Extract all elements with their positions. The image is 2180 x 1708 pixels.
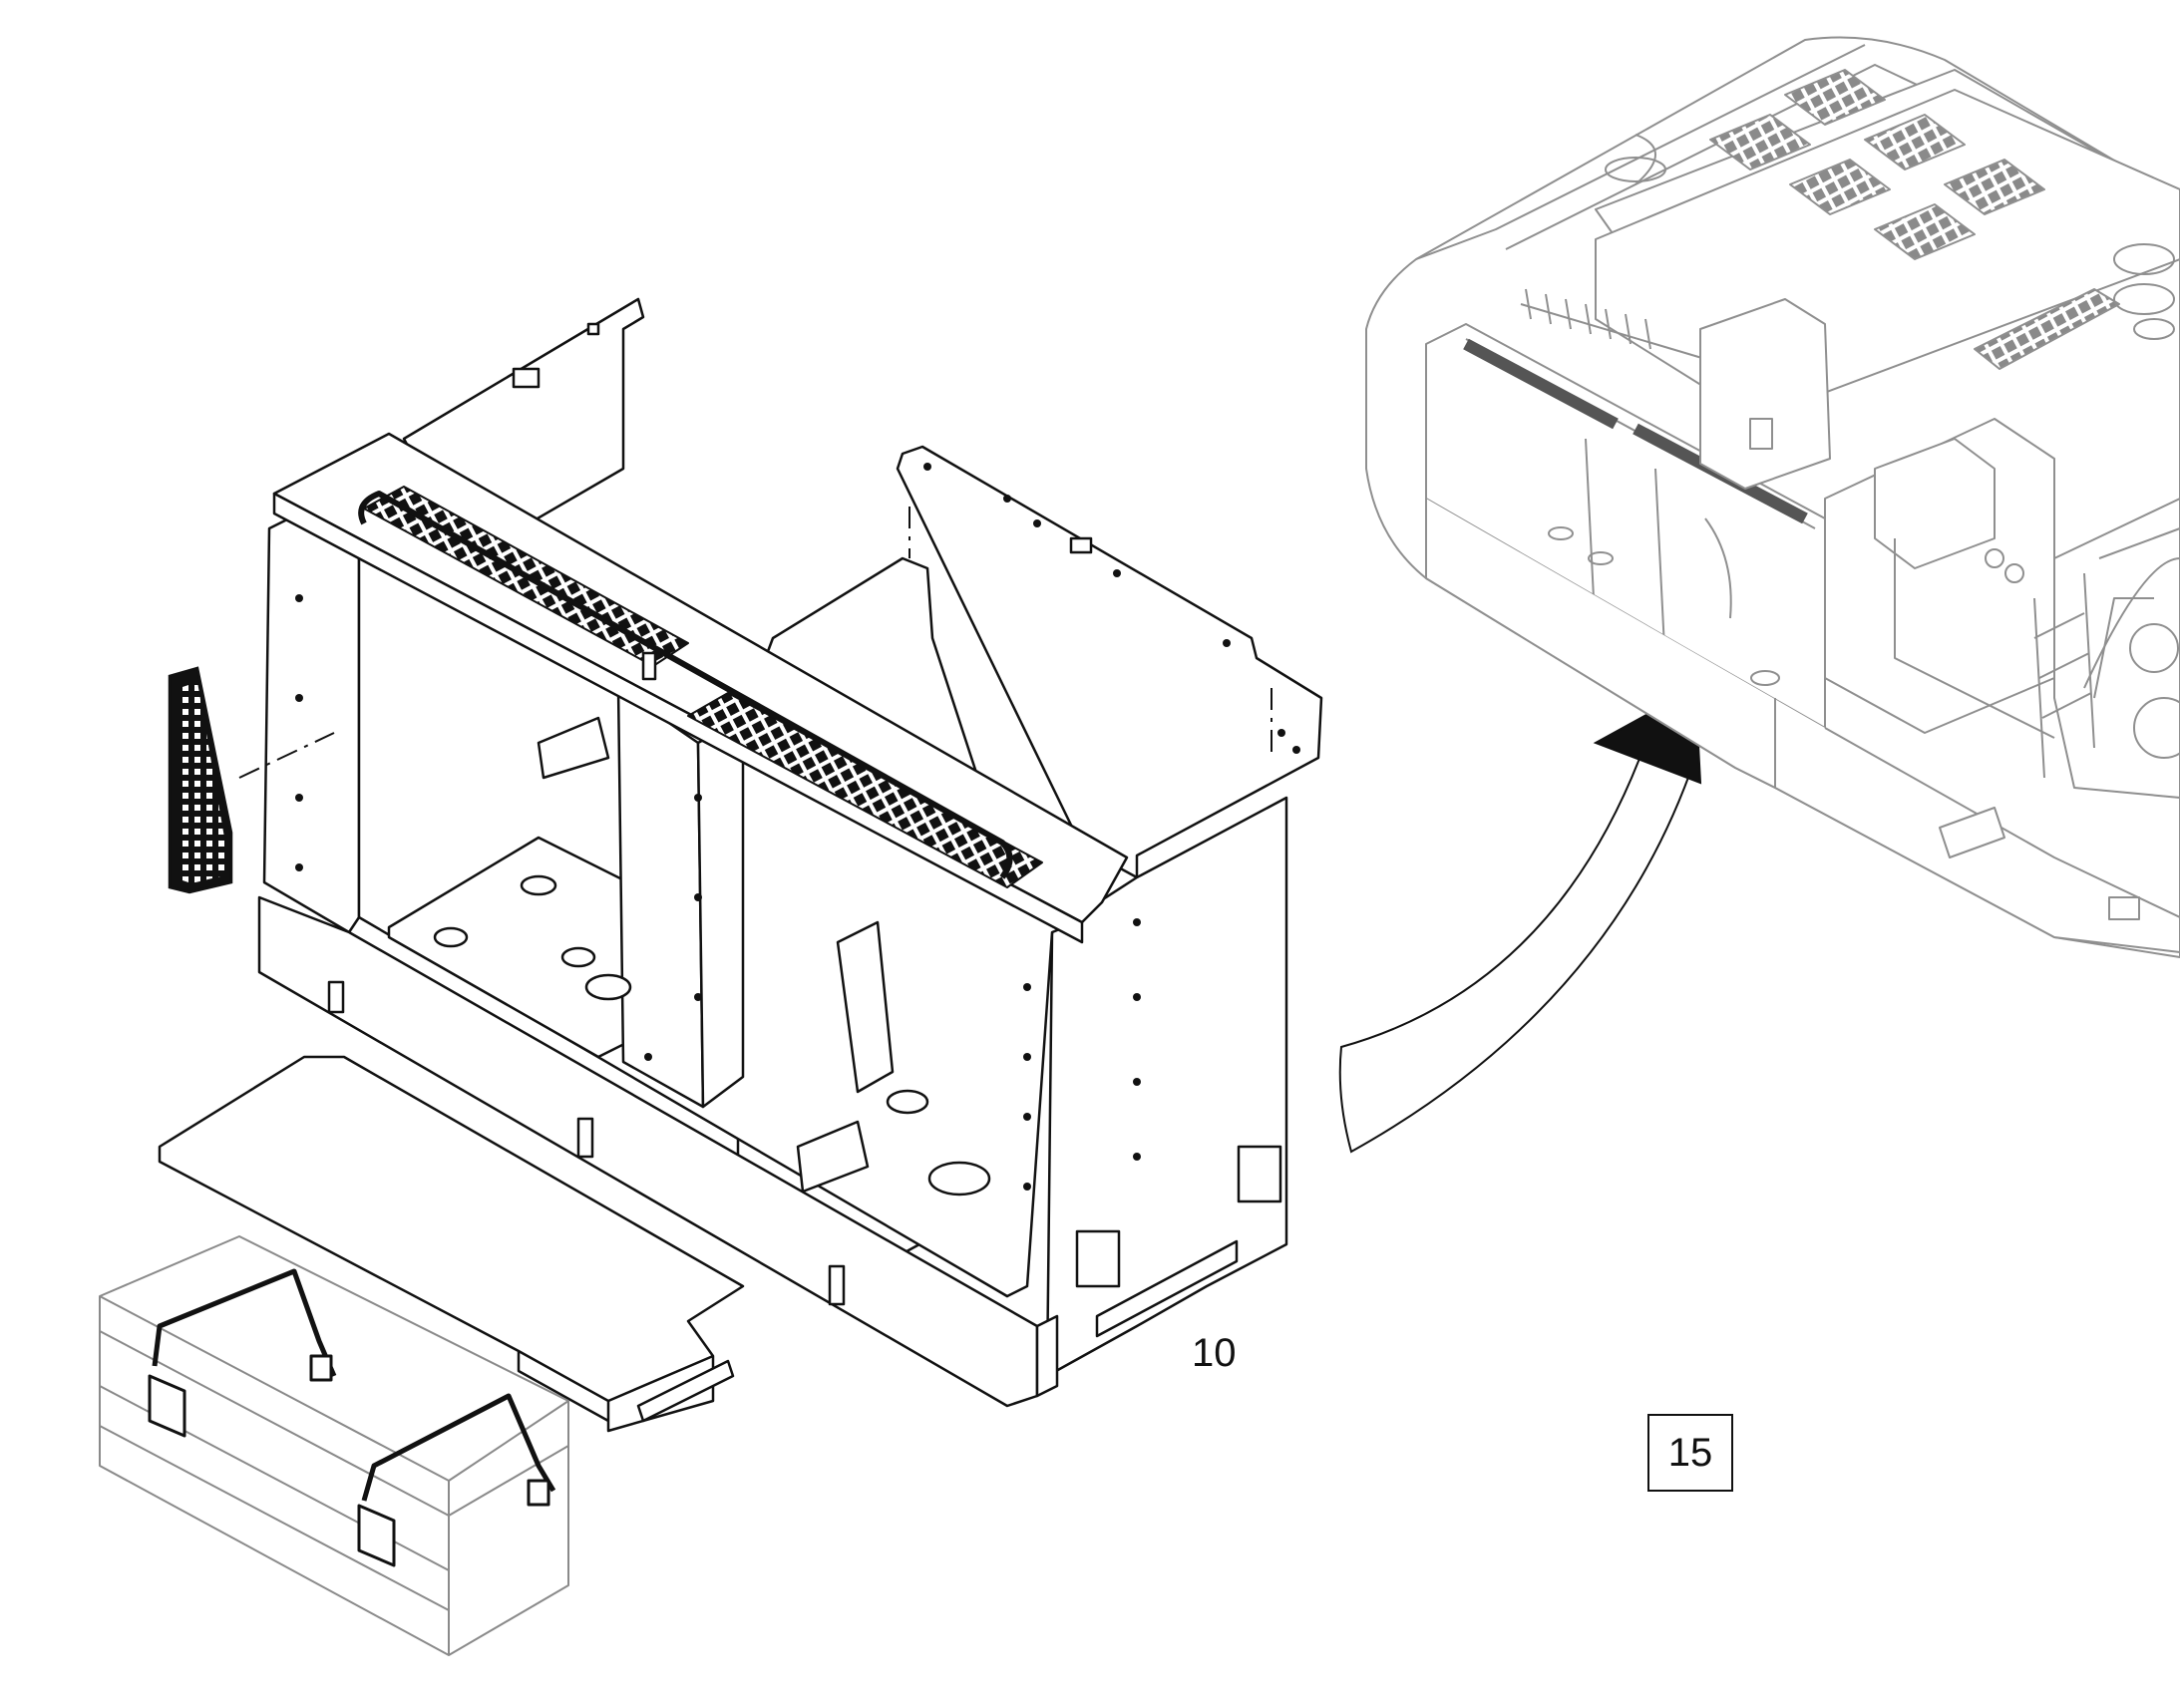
location-pointer-arrow bbox=[1338, 686, 1702, 1154]
mount-block bbox=[1237, 1145, 1282, 1203]
location-arrow-tip-detail bbox=[1704, 517, 1732, 619]
rear-notch bbox=[586, 322, 600, 336]
machine-location-view bbox=[1365, 36, 2180, 958]
top-grille-right bbox=[687, 692, 1043, 888]
left-side-panel bbox=[262, 512, 361, 934]
top-handrail bbox=[358, 491, 1013, 879]
callout-15: 15 bbox=[1667, 1430, 1713, 1475]
main-frame-assembly bbox=[257, 297, 1323, 1408]
mount-block bbox=[1075, 1229, 1121, 1288]
floor-hole bbox=[927, 1161, 991, 1196]
floor-hole bbox=[433, 926, 469, 948]
inner-angle-bracket bbox=[796, 1120, 870, 1194]
small-clip bbox=[327, 980, 345, 1014]
toolbox-handles bbox=[148, 1268, 556, 1567]
callout-15-box: 15 bbox=[1647, 1414, 1733, 1492]
assembly-guide-lines bbox=[238, 507, 1272, 779]
lower-base-front bbox=[1035, 1314, 1059, 1398]
inner-gusset bbox=[836, 920, 895, 1094]
rear-notch bbox=[512, 367, 541, 389]
central-partition bbox=[616, 686, 705, 1109]
floor-hole bbox=[584, 973, 632, 1001]
upper-bracket-rail bbox=[896, 445, 1323, 879]
bottom-cover-plate bbox=[158, 1055, 846, 1433]
bracket-holes bbox=[923, 463, 1300, 754]
side-bolt-holes bbox=[295, 594, 1141, 1191]
base-corner-bracket bbox=[1095, 1239, 1239, 1338]
machine-ladder bbox=[2033, 572, 2095, 779]
partition-side bbox=[696, 716, 745, 1109]
floor-hole bbox=[520, 874, 557, 896]
small-clip bbox=[1069, 536, 1093, 554]
inner-wedge bbox=[537, 716, 610, 780]
small-clip bbox=[641, 651, 657, 681]
floor-hole bbox=[560, 946, 596, 968]
toolbox bbox=[99, 1235, 569, 1656]
side-grille bbox=[168, 666, 233, 894]
floor-hole bbox=[886, 1089, 929, 1115]
machine-louvres bbox=[1520, 288, 1706, 360]
callout-10: 10 bbox=[1192, 1331, 1237, 1375]
